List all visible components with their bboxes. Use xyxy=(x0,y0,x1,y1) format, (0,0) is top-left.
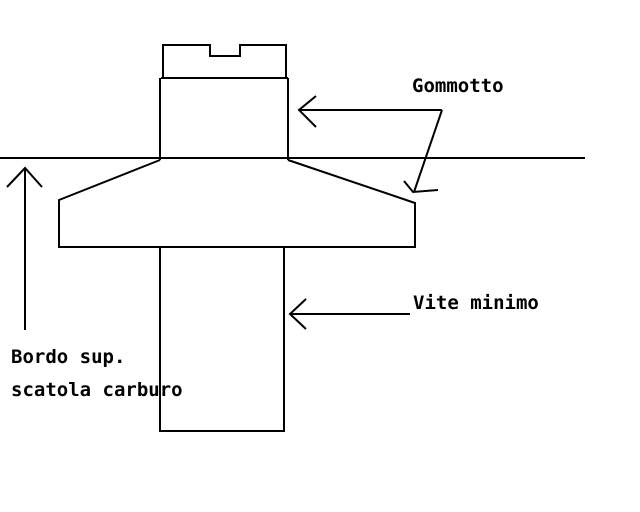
rubber-grommet-shape xyxy=(58,159,416,248)
vite-minimo-label: Vite minimo xyxy=(413,292,539,314)
bordo-label-line2: scatola carburo xyxy=(11,379,183,401)
vite-minimo-arrowhead xyxy=(288,298,307,330)
bordo-arrowhead xyxy=(6,166,43,188)
gommotto-lower-arrowhead xyxy=(403,180,439,194)
gommotto-label: Gommotto xyxy=(412,75,504,97)
gommotto-pointer-line xyxy=(413,109,443,193)
gommotto-upper-arrowhead xyxy=(297,95,317,128)
screw-upper-body xyxy=(159,78,289,160)
screw-lower-body xyxy=(159,247,285,432)
bordo-label-line1: Bordo sup. xyxy=(11,346,125,368)
screw-head-slot xyxy=(162,44,287,78)
